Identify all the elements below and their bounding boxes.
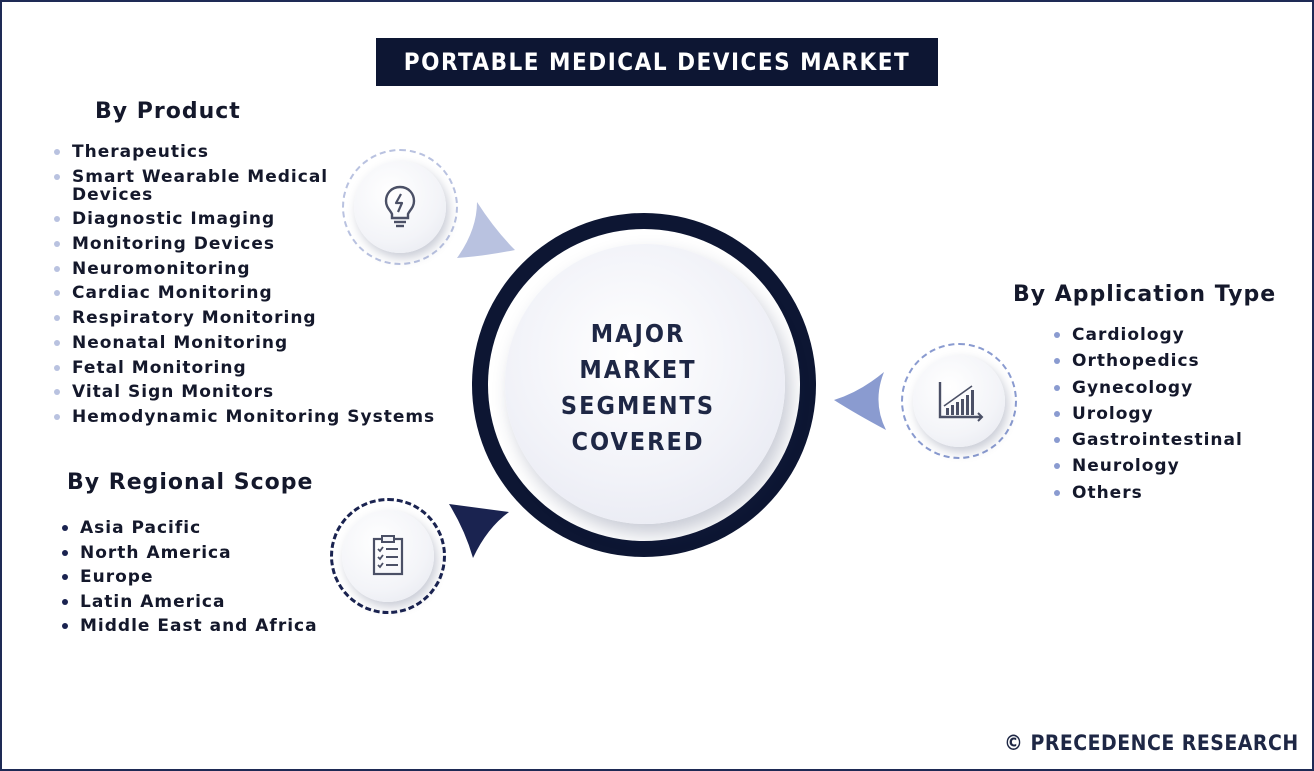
list-item: Europe — [62, 568, 342, 586]
center-line: MARKET — [579, 355, 697, 384]
list-item: Monitoring Devices — [54, 235, 454, 253]
center-label: MAJOR MARKET SEGMENTS COVERED — [505, 316, 771, 460]
list-item: Neurology — [1054, 457, 1294, 475]
list-item: Fetal Monitoring — [54, 359, 454, 377]
list-item: Orthopedics — [1054, 352, 1294, 370]
checklist-icon — [372, 535, 404, 576]
list-item: Latin America — [62, 593, 342, 611]
lightbulb-icon — [384, 185, 416, 228]
bar-chart-icon — [938, 382, 984, 422]
list-item: Respiratory Monitoring — [54, 309, 454, 327]
list-item: Gastrointestinal — [1054, 431, 1294, 449]
list-item: Neonatal Monitoring — [54, 334, 454, 352]
region-icon-disc — [342, 510, 434, 602]
list-item: Neuromonitoring — [54, 260, 454, 278]
list-item: Cardiac Monitoring — [54, 284, 454, 302]
region-icon-ring — [330, 498, 446, 614]
list-item: Urology — [1054, 405, 1294, 423]
application-arrow — [834, 372, 886, 430]
product-icon-disc — [354, 161, 446, 253]
application-icon-ring — [901, 343, 1017, 459]
center-line: COVERED — [571, 427, 705, 456]
list-item: Hemodynamic Monitoring Systems — [54, 408, 454, 426]
region-list: Asia Pacific North America Europe Latin … — [62, 519, 342, 642]
list-item: North America — [62, 544, 342, 562]
application-heading: By Application Type — [1013, 282, 1277, 307]
brand-logo: © PRECEDENCE RESEARCH — [1004, 731, 1299, 755]
list-item: Diagnostic Imaging — [54, 210, 454, 228]
list-item: Smart Wearable Medical Devices — [54, 168, 362, 204]
product-heading: By Product — [95, 99, 241, 124]
region-arrow — [449, 504, 509, 558]
list-item: Cardiology — [1054, 326, 1294, 344]
list-item: Gynecology — [1054, 379, 1294, 397]
list-item: Others — [1054, 484, 1294, 502]
product-arrow — [457, 202, 515, 258]
list-item: Therapeutics — [54, 143, 454, 161]
center-line: MAJOR — [590, 319, 686, 348]
application-list: Cardiology Orthopedics Gynecology Urolog… — [1054, 326, 1294, 510]
list-item: Middle East and Africa — [62, 617, 342, 635]
center-line: SEGMENTS — [560, 391, 716, 420]
product-list: Therapeutics Smart Wearable Medical Devi… — [54, 143, 454, 433]
region-heading: By Regional Scope — [67, 470, 314, 495]
page-title: PORTABLE MEDICAL DEVICES MARKET — [376, 38, 938, 86]
center-disc — [505, 244, 785, 524]
application-icon-disc — [913, 355, 1005, 447]
product-icon-ring — [342, 149, 458, 265]
list-item: Vital Sign Monitors — [54, 383, 454, 401]
list-item: Asia Pacific — [62, 519, 342, 537]
